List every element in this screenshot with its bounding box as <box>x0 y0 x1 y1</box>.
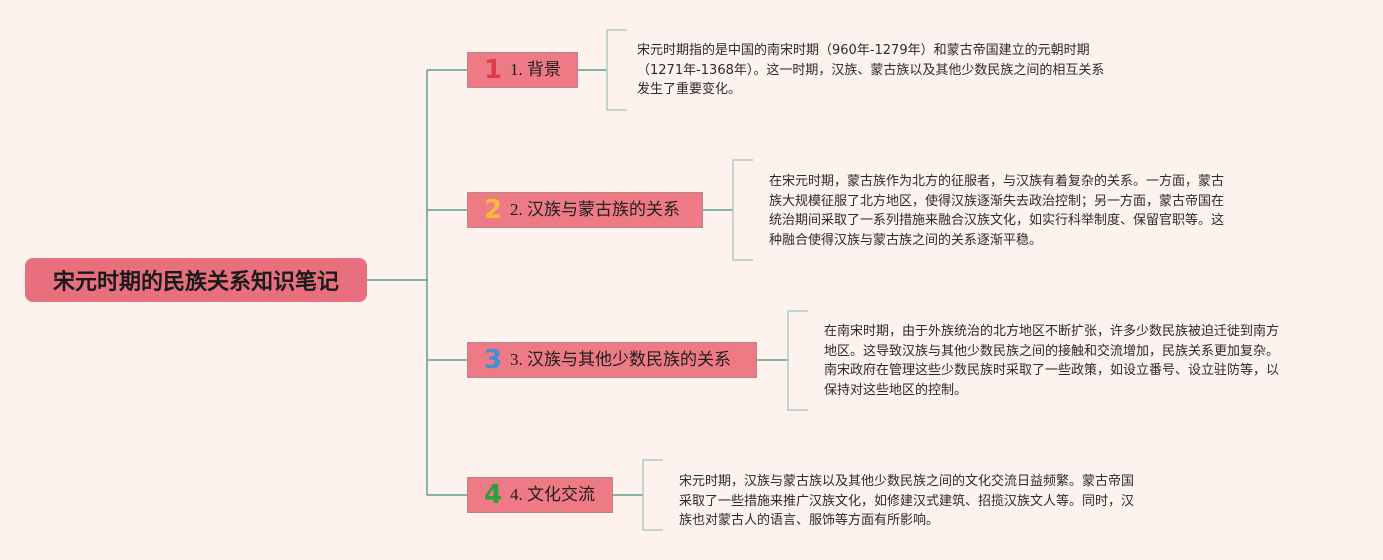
root-topic[interactable]: 宋元时期的民族关系知识笔记 <box>25 258 367 302</box>
topic-label: 1. 背景 <box>510 60 561 79</box>
number-3-icon: 3 <box>483 345 503 375</box>
topic-label: 2. 汉族与蒙古族的关系 <box>510 200 680 219</box>
topic-han-minority-relations[interactable]: 3 3. 汉族与其他少数民族的关系 <box>467 342 757 378</box>
note-background[interactable]: 宋元时期指的是中国的南宋时期（960年-1279年）和蒙古帝国建立的元朝时期 （… <box>637 43 1105 97</box>
note-bracket-4 <box>642 459 663 531</box>
topic-han-mongol-relations[interactable]: 2 2. 汉族与蒙古族的关系 <box>467 192 703 228</box>
note-han-mongol-relations[interactable]: 在宋元时期，蒙古族作为北方的征服者，与汉族有着复杂的关系。一方面，蒙古 族大规模… <box>769 174 1225 248</box>
number-4-icon: 4 <box>483 480 503 510</box>
topic-label: 4. 文化交流 <box>510 485 595 504</box>
number-1-icon: 1 <box>483 55 503 85</box>
root-topic-label: 宋元时期的民族关系知识笔记 <box>52 270 339 295</box>
note-cultural-exchange[interactable]: 宋元时期，汉族与蒙古族以及其他少数民族之间的文化交流日益频繁。蒙古帝国 采取了一… <box>679 474 1135 528</box>
note-han-minority-relations[interactable]: 在南宋时期，由于外族统治的北方地区不断扩张，许多少数民族被迫迁徙到南方 地区。这… <box>824 324 1280 398</box>
topic-background[interactable]: 1 1. 背景 <box>467 52 578 88</box>
note-bracket-1 <box>606 29 627 111</box>
number-2-icon: 2 <box>483 195 503 225</box>
topic-label: 3. 汉族与其他少数民族的关系 <box>510 350 731 369</box>
note-bracket-3 <box>787 310 808 411</box>
note-bracket-2 <box>732 159 753 261</box>
topic-cultural-exchange[interactable]: 4 4. 文化交流 <box>467 477 613 513</box>
